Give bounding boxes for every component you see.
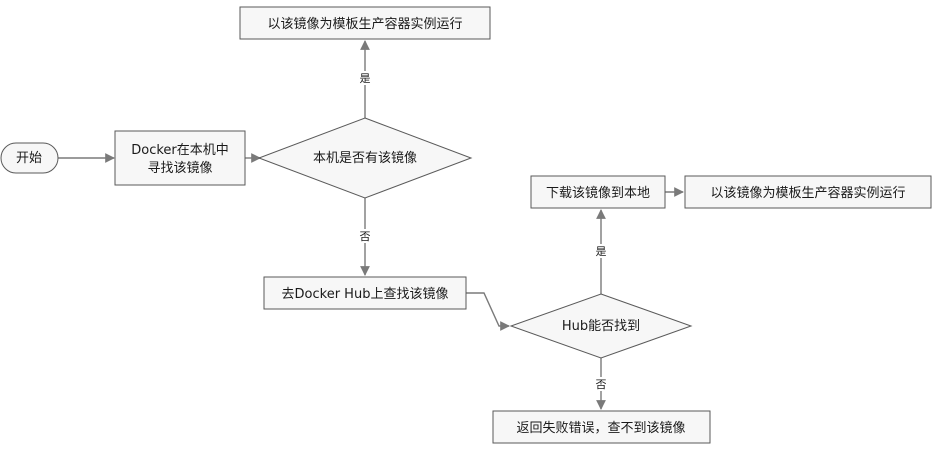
- node-run-hub: 以该镜像为模板生产容器实例运行: [684, 175, 932, 209]
- node-download-label: 下载该镜像到本地: [546, 186, 650, 201]
- node-local-decision: 本机是否有该镜像: [257, 117, 473, 199]
- node-hub-search-label: 去Docker Hub上查找该镜像: [282, 287, 449, 302]
- node-error-label: 返回失败错误，查不到该镜像: [516, 421, 685, 436]
- edge-label-local-yes: 是: [360, 72, 371, 85]
- node-local-decision-label: 本机是否有该镜像: [313, 151, 417, 166]
- node-local-search: Docker在本机中 寻找该镜像: [114, 130, 246, 186]
- node-start-label: 开始: [16, 151, 42, 166]
- node-hub-decision-label: Hub能否找到: [562, 319, 640, 334]
- node-run-hub-label: 以该镜像为模板生产容器实例运行: [710, 185, 905, 201]
- node-run-local: 以该镜像为模板生产容器实例运行: [239, 6, 491, 40]
- node-error: 返回失败错误，查不到该镜像: [492, 410, 711, 444]
- node-hub-decision: Hub能否找到: [509, 293, 693, 359]
- edge-label-hub-yes: 是: [596, 245, 607, 258]
- node-local-search-label-line1: Docker在本机中: [131, 143, 229, 158]
- node-hub-search: 去Docker Hub上查找该镜像: [263, 276, 467, 310]
- edge-labels: 是 否 是 否: [357, 71, 609, 391]
- edge-label-hub-no: 否: [596, 378, 607, 391]
- node-local-search-label-line2: 寻找该镜像: [147, 161, 212, 176]
- node-download: 下载该镜像到本地: [530, 175, 666, 209]
- edge-label-local-no: 否: [360, 230, 371, 243]
- node-run-local-label: 以该镜像为模板生产容器实例运行: [267, 16, 462, 32]
- node-start: 开始: [0, 142, 59, 174]
- edge-hub-search-to-decision: [466, 292, 510, 331]
